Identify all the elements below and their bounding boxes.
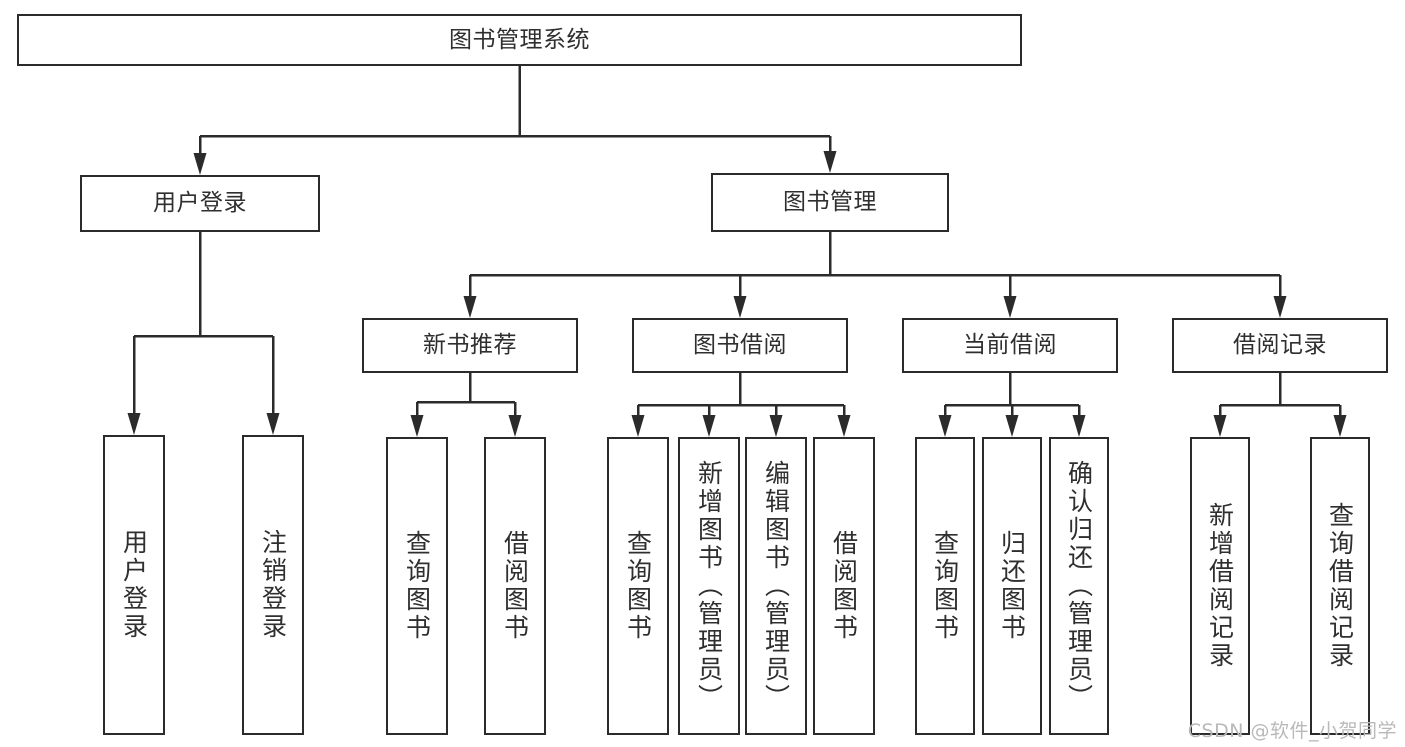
node-newbook: 新书推荐 (362, 318, 578, 373)
node-label-current: 当前借阅 (963, 332, 1057, 359)
node-b4: 借阅图书 (813, 437, 875, 735)
node-c2: 归还图书 (982, 437, 1042, 735)
node-root: 图书管理系统 (17, 14, 1022, 66)
node-r2: 查询借阅记录 (1310, 437, 1370, 735)
node-label-r1: 新增借阅记录 (1205, 502, 1235, 670)
edge-group-current (938, 373, 1086, 437)
node-l1: 用户登录 (103, 435, 165, 735)
edge-group-newbook (410, 373, 522, 437)
edge-group-borrow (631, 373, 851, 437)
node-r1: 新增借阅记录 (1190, 437, 1250, 735)
node-label-c3: 确认归还（管理员） (1064, 460, 1094, 712)
node-label-l1: 用户登录 (119, 529, 149, 641)
node-label-c1: 查询图书 (930, 530, 960, 642)
node-borrow: 图书借阅 (632, 318, 848, 373)
node-b1: 查询图书 (607, 437, 669, 735)
node-label-c2: 归还图书 (997, 530, 1027, 642)
node-n1: 查询图书 (386, 437, 448, 735)
node-label-b1: 查询图书 (623, 530, 653, 642)
node-current: 当前借阅 (902, 318, 1118, 373)
edge-group-root (193, 66, 837, 175)
node-label-borrow: 图书借阅 (693, 332, 787, 359)
node-label-root: 图书管理系统 (449, 26, 590, 53)
edge-group-login (127, 232, 280, 435)
node-n2: 借阅图书 (484, 437, 546, 735)
node-c1: 查询图书 (915, 437, 975, 735)
node-records: 借阅记录 (1172, 318, 1388, 373)
node-label-b4: 借阅图书 (829, 530, 859, 642)
node-label-bookmgmt: 图书管理 (783, 189, 877, 216)
node-label-login: 用户登录 (153, 190, 247, 217)
edge-group-bookmgmt (463, 232, 1287, 318)
node-c3: 确认归还（管理员） (1049, 437, 1109, 735)
node-b3: 编辑图书（管理员） (745, 437, 807, 735)
node-label-records: 借阅记录 (1233, 332, 1327, 359)
node-label-n1: 查询图书 (402, 530, 432, 642)
node-bookmgmt: 图书管理 (711, 173, 949, 232)
node-label-b3: 编辑图书（管理员） (761, 460, 791, 712)
node-label-b2: 新增图书（管理员） (694, 460, 724, 712)
node-label-newbook: 新书推荐 (423, 332, 517, 359)
node-b2: 新增图书（管理员） (678, 437, 740, 735)
node-label-r2: 查询借阅记录 (1325, 502, 1355, 670)
node-label-l2: 注销登录 (258, 529, 288, 641)
edge-group-records (1213, 373, 1347, 437)
node-login: 用户登录 (80, 175, 320, 232)
node-label-n2: 借阅图书 (500, 530, 530, 642)
node-l2: 注销登录 (242, 435, 304, 735)
watermark: CSDN @软件_小贺同学 (1187, 720, 1397, 742)
